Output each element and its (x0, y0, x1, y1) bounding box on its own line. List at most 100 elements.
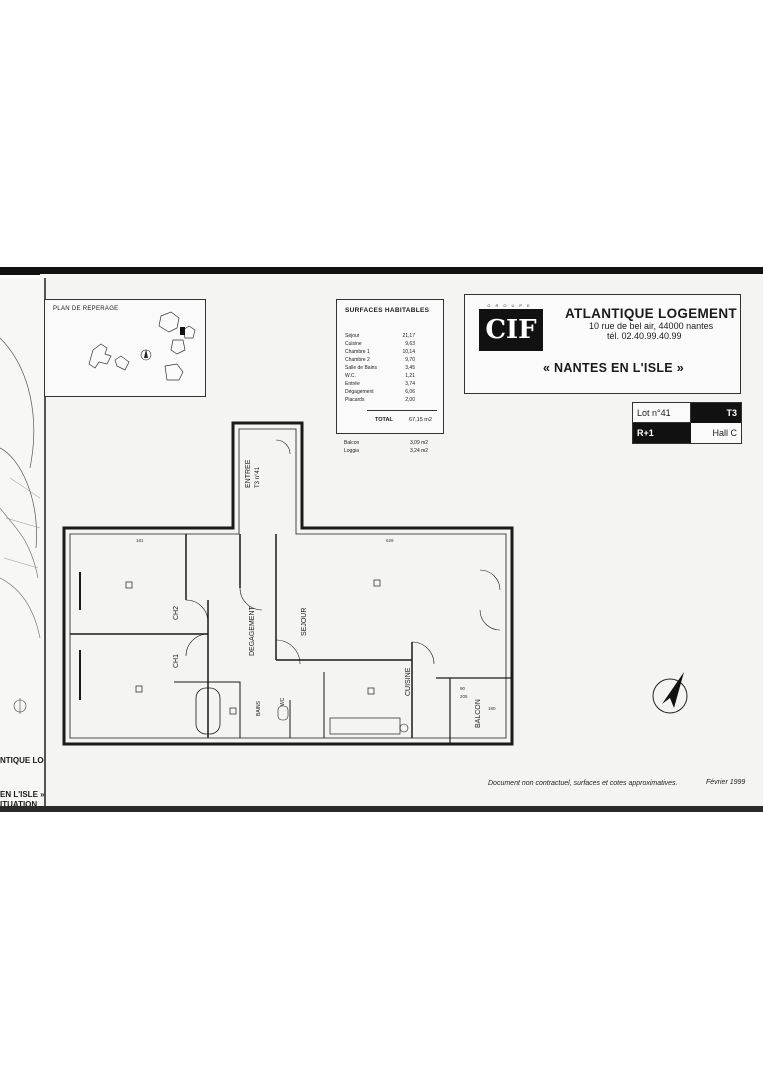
light-point (229, 707, 237, 715)
door-swing (185, 633, 209, 657)
surface-row: Chambre 2 9,70 (345, 357, 433, 365)
surface-row-value: 6,06 (405, 389, 415, 395)
door-swing (239, 587, 263, 611)
scan-top-band (0, 267, 763, 275)
balcony (436, 677, 512, 744)
location-plan-label: PLAN DE REPERAGE (53, 306, 119, 312)
surface-row-value: 2,00 (405, 397, 415, 403)
company-address: 10 rue de bel air, 44000 nantes (589, 321, 714, 331)
door-swing (479, 569, 501, 591)
left-page-line3: ITUATION (0, 800, 38, 808)
room-label-entree: ENTREE (245, 459, 252, 488)
dimension-label: 180 (488, 706, 496, 711)
surface-row: Chambre 1 10,14 (345, 349, 433, 357)
surface-row-name: Séjour (345, 333, 360, 339)
loggia-row: Loggia 3,24 m2 (344, 448, 444, 456)
logo-text: CIF (485, 315, 537, 345)
lot-number: Lot n°41 (633, 403, 691, 423)
outer-wall (62, 421, 514, 746)
room-label-bains: BAINS (256, 700, 262, 716)
surface-row-value: 10,14 (402, 349, 415, 355)
balcon-row: Balcon 3,09 m2 (344, 440, 444, 448)
company-logo: CIF (479, 309, 543, 351)
surface-row-value: 21,17 (402, 333, 415, 339)
plan-date: Février 1999 (706, 779, 746, 786)
loggia-label: Loggia (344, 448, 360, 454)
dimension-label: 629 (386, 538, 394, 543)
door-swing (411, 641, 435, 665)
company-phone: tél. 02.40.99.40.99 (607, 331, 682, 341)
surface-row-name: Entrée (345, 381, 360, 387)
surfaces-table: SURFACES HABITABLES Séjour 21,17 Cuisine 9… (336, 299, 444, 434)
room-label-balcon: BALCON (475, 699, 482, 728)
surface-row-name: Dégagement (345, 389, 374, 395)
surface-row-value: 1,21 (405, 373, 415, 379)
door-swing (275, 639, 301, 665)
total-divider (367, 410, 437, 411)
balcon-label: Balcon (344, 440, 360, 446)
lot-hall: Hall C (712, 428, 737, 438)
company-header: GROUPE CIF ATLANTIQUE LOGEMENT 10 rue de… (464, 294, 741, 394)
left-page-line2: EN L'ISLE » (0, 790, 45, 799)
north-arrow-icon (652, 672, 688, 714)
surfaces-total-label: TOTAL (375, 417, 393, 423)
surface-row: Séjour 21,17 (345, 333, 433, 341)
kitchen-hob (399, 723, 409, 733)
location-plan-box: PLAN DE REPERAGE (44, 299, 206, 397)
floor-plan: ENTREE T3 n°41 CH2 CH1 DEGAGEMENT SEJOUR… (62, 421, 514, 746)
room-label-wc: WC (280, 697, 286, 706)
surface-row-value: 9,63 (405, 341, 415, 347)
door-swing (185, 599, 209, 623)
bathtub (195, 687, 221, 735)
room-label-cuisine: CUISINE (405, 667, 412, 696)
lot-type: T3 (691, 403, 741, 423)
surface-row: Dégagement 6,06 (345, 389, 433, 397)
surface-row-name: Cuisine (345, 341, 362, 347)
balcon-value: 3,09 m2 (410, 440, 429, 446)
left-page-fragment: NTIQUE LOG EN L'ISLE » ITUATION (0, 278, 46, 808)
surface-row-value: 3,74 (405, 381, 415, 387)
lot-level: R+1 (633, 423, 691, 443)
company-name: ATLANTIQUE LOGEMENT (565, 306, 737, 321)
left-page-line1: NTIQUE LOG (0, 756, 46, 765)
room-label-degagement: DEGAGEMENT (249, 605, 256, 656)
interior-wall (174, 672, 325, 738)
left-page-drawing (0, 337, 41, 714)
door-swing (479, 609, 501, 631)
dimension-label: 205 (460, 694, 468, 699)
project-name: « NANTES EN L'ISLE » (543, 361, 684, 375)
door-swing (275, 439, 291, 455)
surface-row-name: Chambre 2 (345, 357, 370, 363)
disclaimer-text: Document non contractuel, surfaces et co… (488, 780, 678, 787)
room-label-sejour: SEJOUR (301, 608, 308, 636)
light-point (373, 579, 381, 587)
dimension-label: 181 (136, 538, 144, 543)
lot-info-box: Lot n°41 T3 R+1 Hall C (632, 402, 742, 444)
light-point (135, 685, 143, 693)
kitchen-counter (329, 717, 401, 735)
loggia-value: 3,24 m2 (410, 448, 429, 454)
surface-row-name: Chambre 1 (345, 349, 370, 355)
room-label-entree-sub: T3 n°41 (255, 466, 261, 488)
light-point (125, 581, 133, 589)
logo-groupe-text: GROUPE (487, 303, 535, 308)
location-plan-drawing (88, 311, 196, 381)
room-label-ch2: CH2 (173, 606, 180, 620)
surface-row-value: 9,70 (405, 357, 415, 363)
surface-row: Cuisine 9,63 (345, 341, 433, 349)
scan-bottom-band (0, 806, 763, 812)
dimension-label: 90 (460, 686, 466, 691)
room-label-ch1: CH1 (173, 654, 180, 668)
outer-wall-inner (69, 428, 507, 739)
surface-row-name: Placards (345, 397, 365, 403)
surfaces-title: SURFACES HABITABLES (345, 307, 430, 314)
light-point (367, 687, 375, 695)
surface-row-name: Salle de Bains (345, 365, 377, 371)
surface-row: Placards 2,00 (345, 397, 433, 405)
interior-wall (70, 534, 413, 738)
surfaces-total-value: 67,15 m2 (409, 417, 432, 423)
surface-row: W.C. 1,21 (345, 373, 433, 381)
surface-row: Entrée 3,74 (345, 381, 433, 389)
surface-row-name: W.C. (345, 373, 356, 379)
